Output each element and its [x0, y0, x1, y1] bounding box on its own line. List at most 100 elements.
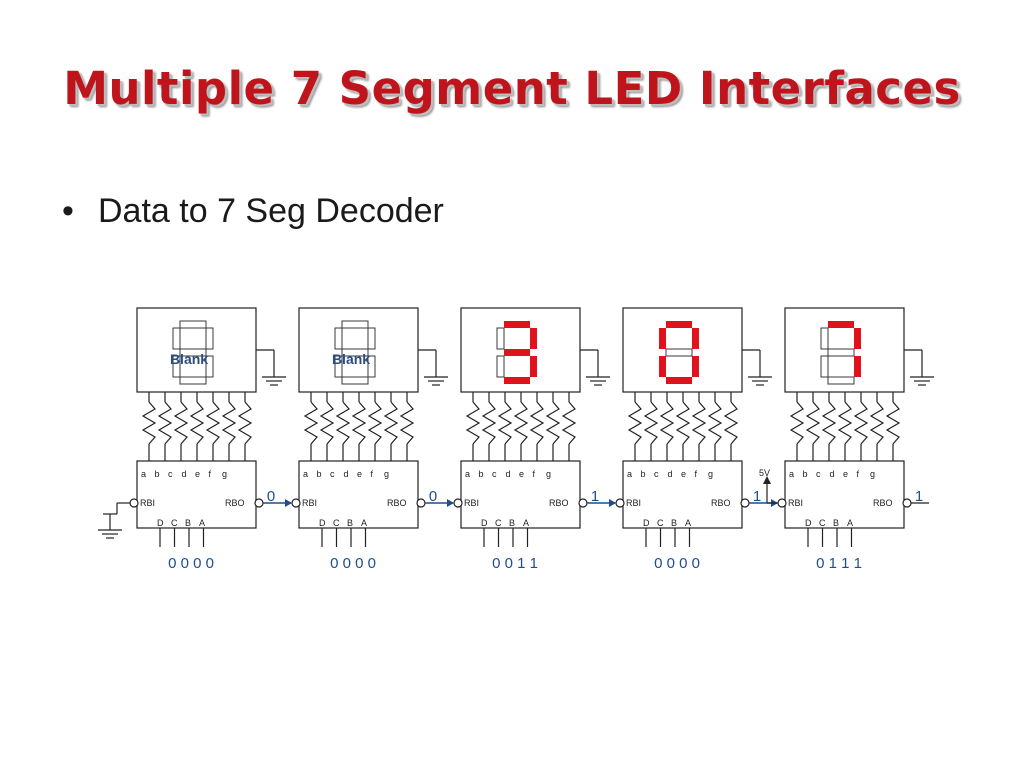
segment-b — [854, 328, 861, 349]
segment-g — [827, 348, 855, 357]
pin-label-g: g — [222, 469, 227, 479]
decoder-ic-box — [460, 460, 581, 529]
segment-d — [827, 376, 855, 385]
resistor — [545, 401, 561, 445]
decoder-ic-box — [298, 460, 419, 529]
resistor — [659, 401, 675, 445]
rbo-label: RBO — [711, 498, 731, 508]
chain-arrow — [447, 499, 454, 507]
pin-label-f: f — [857, 469, 860, 479]
rbi-bubble — [777, 498, 787, 508]
pin-label-b: b — [803, 469, 808, 479]
rbo-label: RBO — [225, 498, 245, 508]
rbo-value-label: 1 — [753, 488, 761, 505]
segment-d — [341, 376, 369, 385]
ground-symbol — [748, 376, 772, 386]
decoder-ic-box — [784, 460, 905, 529]
segment-f — [496, 327, 505, 350]
rbo-value-label: 0 — [429, 488, 437, 505]
rbo-bubble — [416, 498, 426, 508]
segment-f — [820, 327, 829, 350]
pin-label-B: B — [671, 518, 677, 528]
resistor — [141, 401, 157, 445]
rbi-bubble — [615, 498, 625, 508]
rbi-label: RBI — [788, 498, 803, 508]
pin-label-a: a — [465, 469, 470, 479]
pin-label-D: D — [319, 518, 326, 528]
segment-g — [341, 348, 369, 357]
pin-label-f: f — [533, 469, 536, 479]
resistor — [869, 401, 885, 445]
resistor — [723, 401, 739, 445]
pin-label-c: c — [168, 469, 173, 479]
rbo-label: RBO — [387, 498, 407, 508]
pin-label-C: C — [495, 518, 502, 528]
resistor — [497, 401, 513, 445]
input-bits-label: 0 0 1 1 — [492, 555, 538, 572]
rbo-bubble — [740, 498, 750, 508]
segment-a — [341, 320, 369, 329]
segment-b — [367, 327, 376, 350]
segment-f — [659, 328, 666, 349]
rbo-label: RBO — [549, 498, 569, 508]
pin-label-A: A — [523, 518, 529, 528]
blank-label: Blank — [170, 351, 208, 367]
resistor — [465, 401, 481, 445]
rbi-label: RBI — [626, 498, 641, 508]
pin-label-A: A — [685, 518, 691, 528]
segment-d — [666, 377, 692, 384]
pin-label-g: g — [384, 469, 389, 479]
pin-label-b: b — [317, 469, 322, 479]
pin-label-C: C — [819, 518, 826, 528]
segment-g — [504, 349, 530, 356]
pin-label-f: f — [371, 469, 374, 479]
segment-c — [367, 355, 376, 378]
pin-label-e: e — [843, 469, 848, 479]
rbo-label: RBO — [873, 498, 893, 508]
slide-title: Multiple 7 Segment LED Interfaces — [63, 62, 961, 115]
rbi-label: RBI — [464, 498, 479, 508]
pin-label-g: g — [708, 469, 713, 479]
resistor — [303, 401, 319, 445]
led-display-box — [784, 307, 905, 393]
pin-label-d: d — [668, 469, 673, 479]
segment-b — [205, 327, 214, 350]
segment-a — [504, 321, 530, 328]
pin-label-D: D — [157, 518, 164, 528]
pin-label-e: e — [681, 469, 686, 479]
rbo-bubble — [578, 498, 588, 508]
segment-a — [179, 320, 207, 329]
rbo-value-label: 1 — [915, 488, 923, 505]
pin-label-C: C — [171, 518, 178, 528]
resistor — [821, 401, 837, 445]
supply-arrow — [763, 476, 771, 484]
led-display-box — [298, 307, 419, 393]
bullet-glyph: • — [62, 192, 74, 230]
pin-label-D: D — [481, 518, 488, 528]
pin-label-b: b — [641, 469, 646, 479]
resistor — [319, 401, 335, 445]
resistor — [399, 401, 415, 445]
rbi-bubble — [453, 498, 463, 508]
segment-a — [666, 321, 692, 328]
pin-label-f: f — [695, 469, 698, 479]
ground-symbol — [98, 529, 122, 539]
pin-label-a: a — [789, 469, 794, 479]
pin-label-d: d — [344, 469, 349, 479]
resistor — [189, 401, 205, 445]
resistor — [481, 401, 497, 445]
resistor — [529, 401, 545, 445]
bullet-text: Data to 7 Seg Decoder — [98, 192, 444, 230]
pin-label-c: c — [492, 469, 497, 479]
pin-label-B: B — [509, 518, 515, 528]
led-display-box — [136, 307, 257, 393]
input-bits-label: 0 1 1 1 — [816, 555, 862, 572]
ground-symbol — [262, 376, 286, 386]
pin-label-a: a — [303, 469, 308, 479]
pin-label-B: B — [185, 518, 191, 528]
segment-d — [504, 377, 530, 384]
segment-f — [334, 327, 343, 350]
resistor — [561, 401, 577, 445]
resistor — [691, 401, 707, 445]
